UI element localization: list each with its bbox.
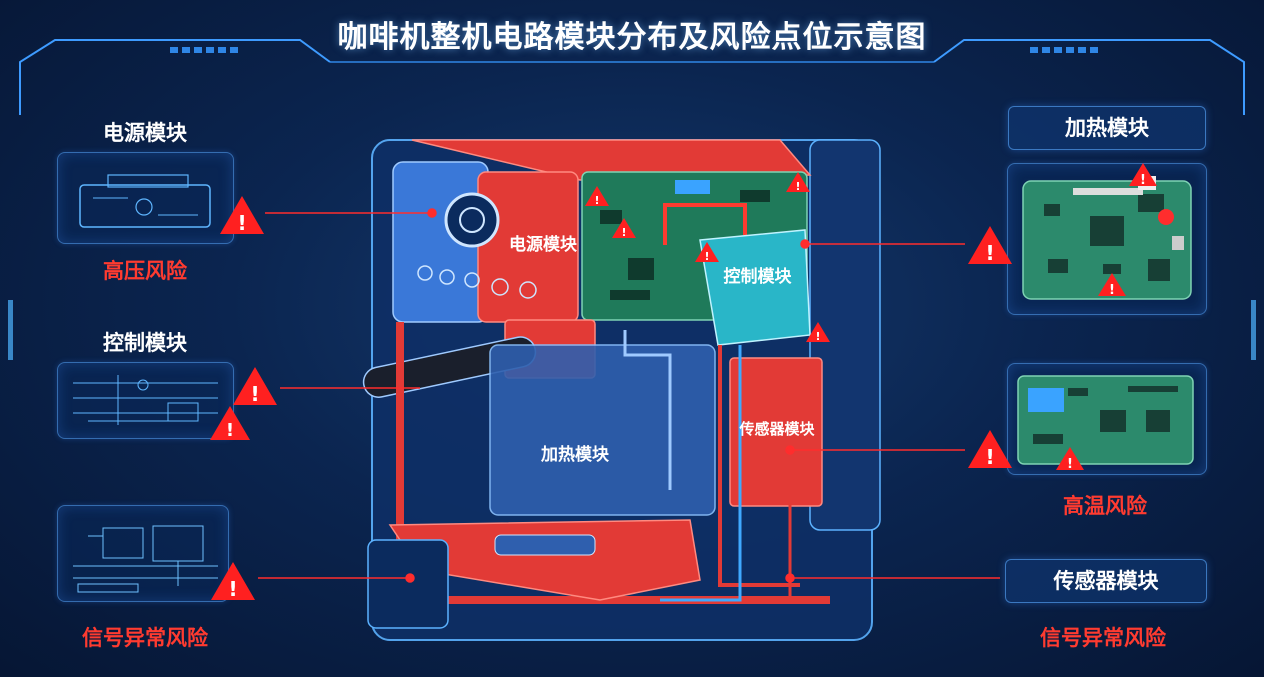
sensor-module-tag: 传感器模块 [1005, 559, 1207, 603]
svg-text:!: ! [1140, 173, 1146, 188]
svg-text:!: ! [250, 382, 259, 406]
svg-text:!: ! [704, 250, 709, 263]
sensor-pcb-panel [1007, 363, 1207, 475]
warning-icon [210, 163, 1157, 600]
power-module-panel [57, 152, 234, 244]
svg-text:!: ! [815, 330, 820, 343]
svg-text:!: ! [985, 241, 994, 265]
high-voltage-risk-label: 高压风险 [103, 259, 187, 283]
signal-panel [57, 505, 229, 602]
svg-text:!: ! [237, 211, 246, 235]
machine-sensor-module-label: 传感器模块 [739, 420, 815, 438]
heating-pcb-panel [1007, 163, 1207, 315]
svg-text:!: ! [795, 180, 800, 193]
page-title: 咖啡机整机电路模块分布及风险点位示意图 [337, 20, 927, 55]
power-module-label: 电源模块 [103, 121, 187, 145]
svg-text:!: ! [621, 226, 626, 239]
control-module-panel [57, 362, 234, 439]
svg-text:!: ! [985, 445, 994, 469]
heating-module-tag: 加热模块 [1008, 106, 1206, 150]
machine-heating-module-label: 加热模块 [541, 445, 609, 465]
svg-text:!: ! [228, 577, 237, 601]
svg-text:!: ! [226, 420, 234, 441]
sensor-signal-risk-label: 信号异常风险 [1040, 626, 1166, 650]
machine-control-module-label: 控制模块 [723, 267, 792, 287]
svg-text:!: ! [594, 194, 599, 207]
svg-text:!: ! [1067, 457, 1073, 472]
control-module-label: 控制模块 [103, 331, 187, 355]
high-temp-risk-label: 高温风险 [1063, 494, 1147, 518]
svg-text:!: ! [1109, 283, 1115, 298]
machine-power-module-label: 电源模块 [509, 235, 577, 255]
signal-abnormal-risk-label: 信号异常风险 [82, 626, 208, 650]
